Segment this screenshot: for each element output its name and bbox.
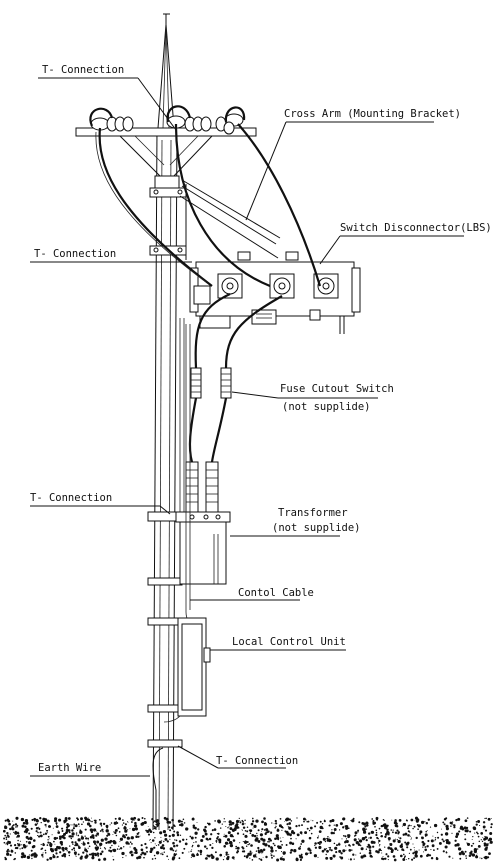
transformer-bushing-left bbox=[185, 461, 199, 513]
label-switch-disconnector: Switch Disconnector(LBS) bbox=[340, 222, 492, 234]
earth-wire bbox=[152, 747, 164, 830]
fuse-feed-cables bbox=[194, 293, 283, 369]
label-t-connection-lbs: T- Connection bbox=[34, 248, 116, 260]
lbs-feeder-cables bbox=[95, 123, 322, 288]
label-earth-wire: Earth Wire bbox=[38, 762, 101, 774]
local-control-unit bbox=[163, 617, 211, 723]
insulator-left bbox=[90, 116, 134, 132]
fuse-cutout-switches bbox=[190, 367, 232, 399]
cross-arm bbox=[75, 127, 257, 189]
cross-arm-insulators bbox=[90, 113, 244, 135]
fuse-cutout-left bbox=[190, 367, 202, 399]
label-fuse-cutout-line2: (not supplide) bbox=[282, 401, 371, 413]
switch-disconnector-lbs bbox=[189, 261, 361, 334]
label-local-control-unit: Local Control Unit bbox=[232, 636, 346, 648]
label-cross-arm: Cross Arm (Mounting Bracket) bbox=[284, 108, 461, 120]
transformer-bushing-right bbox=[205, 461, 219, 513]
label-control-cable: Contol Cable bbox=[238, 587, 314, 599]
label-transformer-line2: (not supplide) bbox=[272, 522, 361, 534]
label-t-connection-top: T- Connection bbox=[42, 64, 124, 76]
insulator-middle bbox=[166, 115, 212, 132]
lbs-bushing-2 bbox=[269, 273, 295, 299]
label-t-connection-bottom: T- Connection bbox=[216, 755, 298, 767]
ground-texture bbox=[2, 816, 493, 862]
label-t-connection-transformer: T- Connection bbox=[30, 492, 112, 504]
labels: T- Connection Cross Arm (Mounting Bracke… bbox=[30, 64, 492, 774]
lbs-support-struts bbox=[179, 179, 299, 261]
transformer bbox=[175, 461, 231, 585]
leader-lines bbox=[30, 77, 464, 777]
fuse-cutout-right bbox=[220, 367, 232, 399]
label-transformer-line1: Transformer bbox=[278, 507, 348, 519]
label-fuse-cutout-line1: Fuse Cutout Switch bbox=[280, 383, 394, 395]
